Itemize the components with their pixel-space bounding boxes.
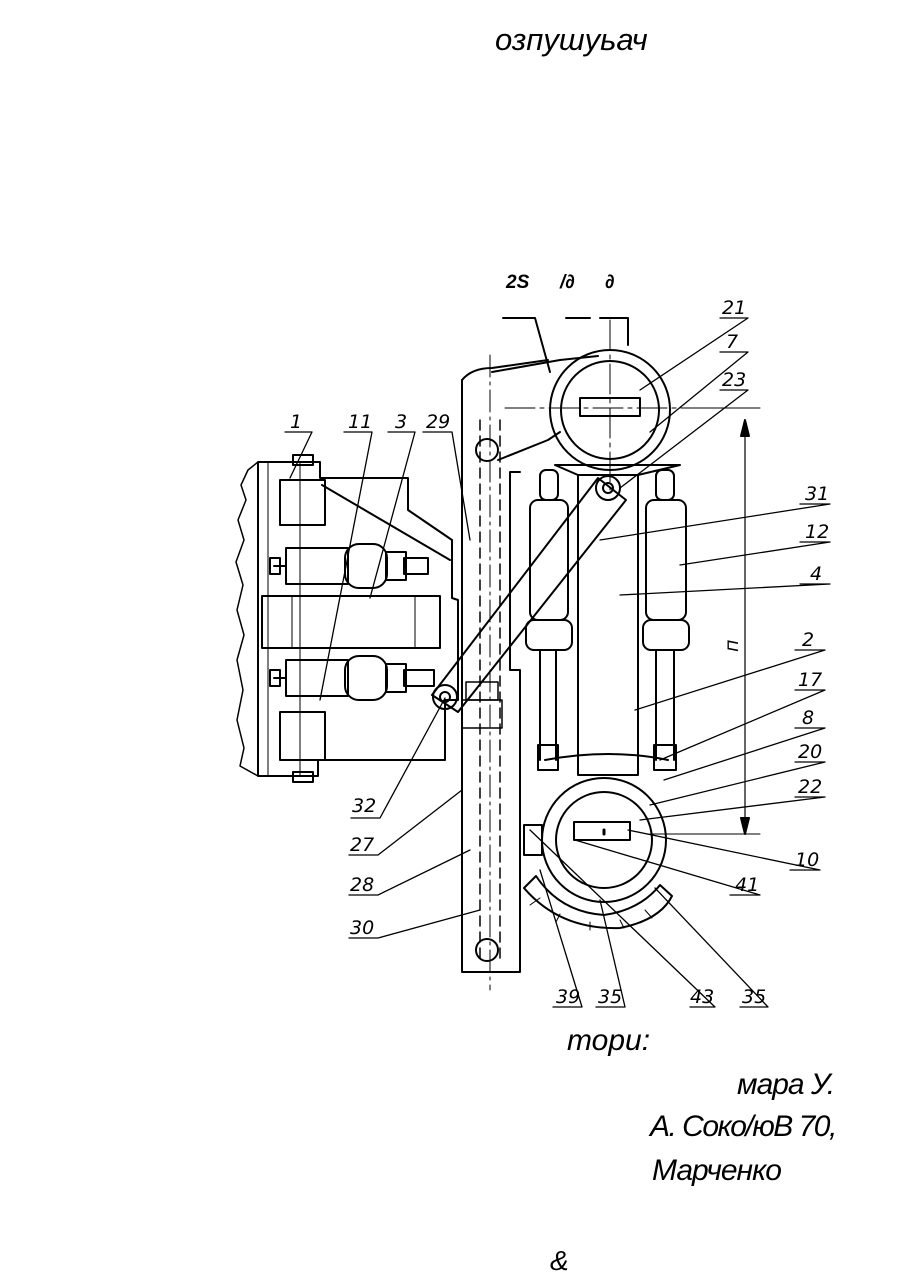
- dimension-label: п: [721, 640, 743, 652]
- author-line: А. Соко/юВ 70,: [650, 1110, 836, 1144]
- callout-31: 31: [805, 483, 829, 505]
- broken-edge: [236, 462, 258, 776]
- callout-17: 17: [798, 669, 822, 691]
- callout-11: 11: [348, 411, 372, 433]
- callout-4: 4: [810, 563, 822, 585]
- callout-27: 27: [350, 834, 374, 856]
- callout-3: 3: [395, 411, 407, 433]
- callout-32: 32: [352, 795, 376, 817]
- callout-1: 1: [290, 411, 302, 433]
- callout-43: 43: [690, 986, 714, 1008]
- callout-29: 29: [426, 411, 450, 433]
- right-hydraulic: [643, 470, 689, 770]
- lower-cylinder: [270, 656, 434, 700]
- callout-30: 30: [350, 917, 374, 939]
- callout-23: 23: [722, 369, 746, 391]
- authors-heading: тори:: [567, 1024, 650, 1058]
- author-line: мара У.: [737, 1068, 834, 1102]
- callout-39: 39: [556, 986, 580, 1008]
- column: [462, 380, 520, 972]
- crossbar: [262, 596, 440, 648]
- author-line: Марченко: [652, 1154, 781, 1188]
- callout-28: 28: [350, 874, 374, 896]
- callout-41: 41: [735, 874, 759, 896]
- callout-20: 20: [798, 741, 822, 763]
- callout-10: 10: [795, 849, 819, 871]
- callout-21: 21: [722, 297, 746, 319]
- callout-2: 2: [802, 629, 814, 651]
- lower-clamp: [280, 712, 325, 760]
- footer-mark: &: [550, 1245, 569, 1277]
- callout-35b: 35: [742, 986, 766, 1008]
- callout-7: 7: [726, 331, 738, 353]
- callout-22: 22: [798, 776, 822, 798]
- callout-35a: 35: [598, 986, 622, 1008]
- upper-clamp: [280, 480, 325, 525]
- left-hydraulic: [526, 470, 572, 770]
- callout-12: 12: [805, 521, 829, 543]
- beam: [578, 475, 638, 775]
- callout-8: 8: [802, 707, 814, 729]
